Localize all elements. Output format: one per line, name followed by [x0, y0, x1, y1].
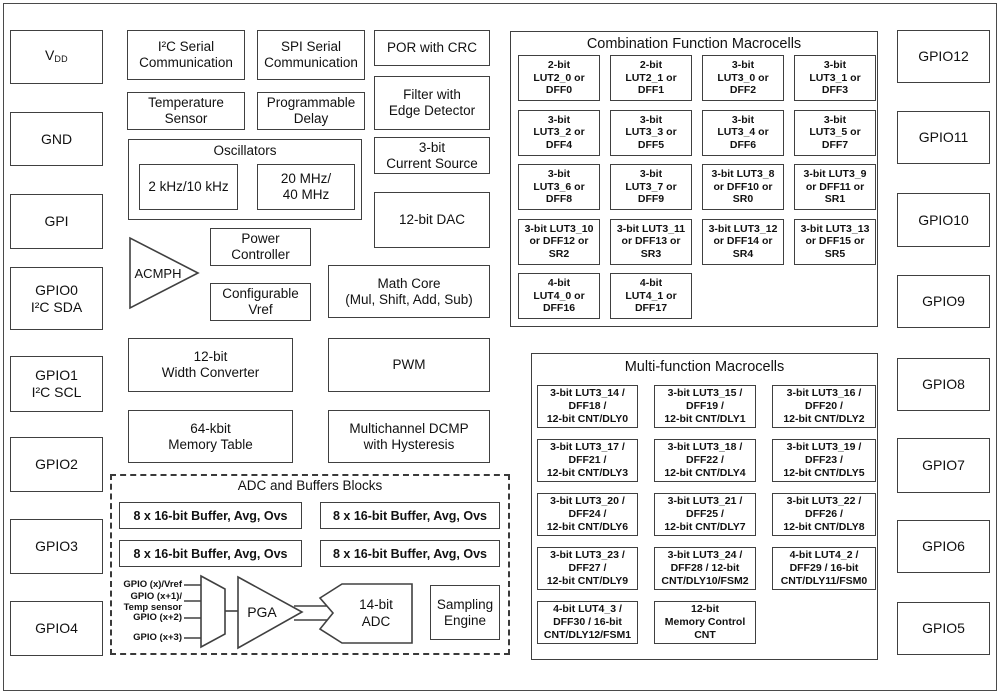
pin-gpio12: GPIO12	[897, 30, 990, 83]
multifunction-macrocell-grid: 3-bit LUT3_14 / DFF18 / 12-bit CNT/DLY0 3…	[537, 385, 876, 644]
combination-macrocell: 3-bit LUT3_7 or DFF9	[610, 164, 692, 210]
combination-macrocell: 3-bit LUT3_8 or DFF10 or SR0	[702, 164, 784, 210]
multifunction-macrocell: 3-bit LUT3_17 / DFF21 / 12-bit CNT/DLY3	[537, 439, 638, 482]
multifunction-macrocell: 3-bit LUT3_24 / DFF28 / 12-bit CNT/DLY10…	[654, 547, 756, 590]
multifunction-macrocell: 3-bit LUT3_20 / DFF24 / 12-bit CNT/DLY6	[537, 493, 638, 536]
pin-gpio10: GPIO10	[897, 193, 990, 247]
block-i2c-serial: I²C Serial Communication	[127, 30, 245, 80]
multifunction-macrocell: 3-bit LUT3_15 / DFF19 / 12-bit CNT/DLY1	[654, 385, 756, 428]
combination-macrocell: 3-bit LUT3_13 or DFF15 or SR5	[794, 218, 876, 265]
pin-vdd: VDD	[10, 30, 103, 84]
multifunction-macrocells-title: Multi-function Macrocells	[624, 359, 785, 375]
buffer-block: 8 x 16-bit Buffer, Avg, Ovs	[119, 540, 302, 567]
multifunction-macrocell: 3-bit LUT3_16 / DFF20 / 12-bit CNT/DLY2	[772, 385, 876, 428]
block-osc-low: 2 kHz/10 kHz	[139, 164, 238, 210]
oscillators-title: Oscillators	[213, 143, 277, 158]
combination-macrocell: 3-bit LUT3_12 or DFF14 or SR4	[702, 218, 784, 265]
block-dac: 12-bit DAC	[374, 192, 490, 248]
block-filter-edge-detector: Filter with Edge Detector	[374, 76, 490, 130]
block-power-controller: Power Controller	[210, 228, 311, 266]
block-programmable-delay: Programmable Delay	[257, 92, 365, 130]
multifunction-macrocell: 3-bit LUT3_21 / DFF25 / 12-bit CNT/DLY7	[654, 493, 756, 536]
pin-gpio9: GPIO9	[897, 275, 990, 328]
pin-gpi: GPI	[10, 194, 103, 249]
adc-label: 14-bit ADC	[359, 597, 393, 629]
pin-gpio3: GPIO3	[10, 519, 103, 574]
acmph-label: ACMPH	[134, 265, 182, 281]
oscillators-group: Oscillators 2 kHz/10 kHz 20 MHz/ 40 MHz	[128, 139, 362, 220]
block-width-converter: 12-bit Width Converter	[128, 338, 293, 392]
block-configurable-vref: Configurable Vref	[210, 283, 311, 321]
pin-gpio1: GPIO1 I²C SCL	[10, 356, 103, 412]
pin-gpio0: GPIO0 I²C SDA	[10, 267, 103, 330]
block-spi-serial: SPI Serial Communication	[257, 30, 365, 80]
block-current-source: 3-bit Current Source	[374, 137, 490, 174]
block-pwm: PWM	[328, 338, 490, 392]
diagram-border	[3, 3, 997, 691]
pga-label: PGA	[247, 604, 277, 620]
multifunction-macrocell: 12-bit Memory Control CNT	[654, 601, 756, 644]
combination-macrocell: 3-bit LUT3_1 or DFF3	[794, 55, 876, 101]
pin-gpio8: GPIO8	[897, 358, 990, 411]
multifunction-macrocell: 4-bit LUT4_2 / DFF29 / 16-bit CNT/DLY11/…	[772, 547, 876, 590]
mux-input-label-1: GPIO (x+1)/ Temp sensor	[123, 591, 182, 613]
combination-macrocell: 4-bit LUT4_0 or DFF16	[518, 273, 600, 319]
combination-macrocell: 3-bit LUT3_0 or DFF2	[702, 55, 784, 101]
combination-macrocell: 3-bit LUT3_3 or DFF5	[610, 109, 692, 156]
block-por-crc: POR with CRC	[374, 30, 490, 66]
combination-macrocell: 3-bit LUT3_5 or DFF7	[794, 109, 876, 156]
block-dcmp: Multichannel DCMP with Hysteresis	[328, 410, 490, 463]
buffer-block: 8 x 16-bit Buffer, Avg, Ovs	[119, 502, 302, 529]
mux-input-label-3: GPIO (x+3)	[133, 632, 182, 643]
pin-gpio7: GPIO7	[897, 438, 990, 493]
combination-macrocell: 3-bit LUT3_11 or DFF13 or SR3	[610, 218, 692, 265]
pin-gpio2: GPIO2	[10, 437, 103, 492]
combination-macrocell: 3-bit LUT3_2 or DFF4	[518, 109, 600, 156]
pin-gpio4: GPIO4	[10, 601, 103, 656]
combination-macrocell: 3-bit LUT3_10 or DFF12 or SR2	[518, 218, 600, 265]
mux-input-label-2: GPIO (x+2)	[133, 612, 182, 623]
multifunction-macrocell: 4-bit LUT4_3 / DFF30 / 16-bit CNT/DLY12/…	[537, 601, 638, 644]
multifunction-macrocell: 3-bit LUT3_18 / DFF22 / 12-bit CNT/DLY4	[654, 439, 756, 482]
block-sampling-engine: Sampling Engine	[430, 585, 500, 640]
block-math-core: Math Core (Mul, Shift, Add, Sub)	[328, 265, 490, 318]
buffer-grid: 8 x 16-bit Buffer, Avg, Ovs 8 x 16-bit Bu…	[119, 502, 500, 567]
mux-input-label-0: GPIO (x)/Vref	[123, 579, 182, 590]
combination-macrocell: 3-bit LUT3_6 or DFF8	[518, 164, 600, 210]
pin-gpio11: GPIO11	[897, 111, 990, 164]
combination-macrocell: 3-bit LUT3_4 or DFF6	[702, 109, 784, 156]
buffer-block: 8 x 16-bit Buffer, Avg, Ovs	[320, 502, 500, 529]
pin-gpio5: GPIO5	[897, 602, 990, 655]
block-temperature-sensor: Temperature Sensor	[127, 92, 245, 130]
multifunction-macrocell: 3-bit LUT3_14 / DFF18 / 12-bit CNT/DLY0	[537, 385, 638, 428]
multifunction-macrocell: 3-bit LUT3_23 / DFF27 / 12-bit CNT/DLY9	[537, 547, 638, 590]
combination-macrocell: 2-bit LUT2_0 or DFF0	[518, 55, 600, 101]
pin-gpio6: GPIO6	[897, 520, 990, 573]
block-osc-high: 20 MHz/ 40 MHz	[257, 164, 355, 210]
combination-macrocells-title: Combination Function Macrocells	[586, 36, 802, 52]
multifunction-macrocell: 3-bit LUT3_22 / DFF26 / 12-bit CNT/DLY8	[772, 493, 876, 536]
adc-buffers-title: ADC and Buffers Blocks	[237, 478, 383, 493]
multifunction-macrocell: 3-bit LUT3_19 / DFF23 / 12-bit CNT/DLY5	[772, 439, 876, 482]
pin-vdd-label: VDD	[45, 46, 68, 64]
block-memory-table: 64-kbit Memory Table	[128, 410, 293, 463]
pin-gnd: GND	[10, 112, 103, 166]
buffer-block: 8 x 16-bit Buffer, Avg, Ovs	[320, 540, 500, 567]
combination-macrocell: 3-bit LUT3_9 or DFF11 or SR1	[794, 164, 876, 210]
combination-macrocell: 4-bit LUT4_1 or DFF17	[610, 273, 692, 319]
combination-macrocell: 2-bit LUT2_1 or DFF1	[610, 55, 692, 101]
